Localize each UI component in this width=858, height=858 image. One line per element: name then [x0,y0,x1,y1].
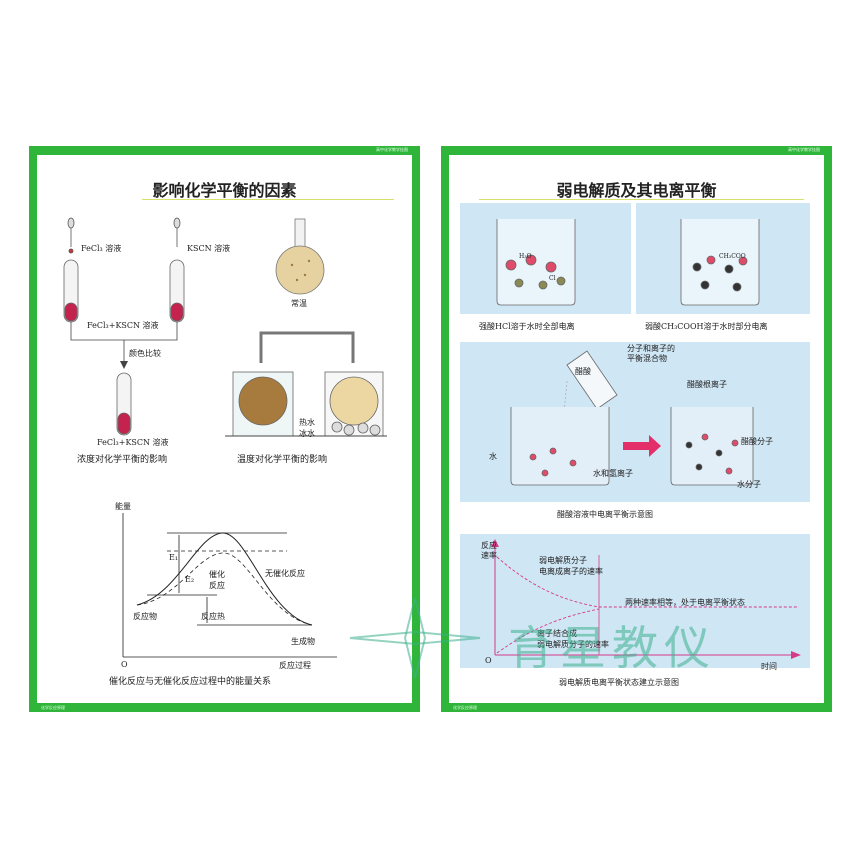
equilibrium-mixture-label: 分子和离子的 平衡混合物 [627,344,675,363]
concentration-diagram [63,217,387,658]
dissolve-diagram [510,350,754,486]
left-footer-tag: 化学反应原理 [41,705,65,710]
right-poster-body: 弱电解质及其电离平衡 H₃O Cl CH₃COO 强酸HCl溶于水时全部电离 弱… [449,155,824,703]
energy-origin: O [121,660,128,669]
hot-water-label: 热水 [299,418,315,427]
acetic-acid-label: 醋酸 [575,367,591,376]
left-poster-title: 影响化学平衡的因素 [152,181,297,200]
heat-label: 反应热 [201,612,225,621]
temperature-caption: 温度对化学平衡的影响 [237,455,328,465]
catalyzed-label: 催化 反应 [209,570,225,590]
e1-label: E₁ [169,553,179,562]
compare-label: 颜色比较 [129,349,161,358]
water-label: 水 [489,452,497,461]
result-label: FeCl₃+KSCN 溶液 [97,438,169,447]
rate-caption: 弱电解质电离平衡状态建立示意图 [559,678,679,687]
reactants-label: 反应物 [133,612,157,621]
title-underline [479,199,804,200]
concentration-caption: 浓度对化学平衡的影响 [77,455,168,465]
right-poster-title: 弱电解质及其电离平衡 [556,181,717,200]
rate-y-axis: 反应 速率 [481,541,497,560]
rate-chart [491,539,801,659]
beaker-acetic [680,219,760,306]
watermark-logo [349,597,481,679]
energy-caption: 催化反应与无催化反应过程中的能量关系 [109,677,272,687]
hcl-caption: 强酸HCl溶于水时全部电离 [479,322,575,331]
products-label: 生成物 [291,637,315,646]
combination-rate-label: 离子结合成 弱电解质分子的速率 [537,629,609,649]
ionization-rate-label: 弱电解质分子 电离成离子的速率 [539,556,603,576]
dissolve-caption: 醋酸溶液中电离平衡示意图 [557,510,653,519]
right-corner-tag: 高中化学教学挂图 [788,147,820,152]
right-footer-tag: 化学反应原理 [453,705,477,710]
left-poster-body: 影响化学平衡的因素 [37,155,412,703]
equal-rate-label: 两种速率相等，处于电离平衡状态 [625,598,745,607]
energy-diagram [122,513,337,658]
ice-water-label: 冰水 [299,429,315,438]
rate-panel [460,534,810,668]
beaker-hot [232,371,294,437]
beaker-acetic-solution [670,407,754,486]
dropper-right [173,217,181,247]
right-poster: 高中化学教学挂图 化学反应原理 弱电解质及其电离平衡 H₃O Cl CH₃COO… [441,146,832,712]
left-poster: 高中化学教学挂图 化学反应原理 影响化学平衡的因素 [29,146,420,712]
energy-y-axis: 能量 [115,502,131,511]
beaker-water [510,407,610,486]
acetic-caption: 弱酸CH₃COOH溶于水时部分电离 [645,322,768,331]
ion-label-cl: Cl [549,275,556,282]
beakers-top [496,219,760,306]
beaker-hcl [496,219,576,306]
acetate-ion-label: 醋酸根离子 [687,380,727,389]
room-temp-label: 常温 [291,299,307,308]
test-tube-result [116,372,132,436]
energy-x-axis: 反应过程 [279,661,311,670]
left-corner-tag: 高中化学教学挂图 [376,147,408,152]
mix-label: FeCl₃+KSCN 溶液 [87,321,159,330]
ion-label-h3o: H₃O [519,253,532,260]
water-hydrogen-label: 水和氢离子 [593,469,633,478]
acetic-molecule-label: 醋酸分子 [741,437,773,446]
reagent-b-label: KSCN 溶液 [187,244,231,253]
beaker-ice [324,371,384,437]
uncatalyzed-label: 无催化反应 [265,569,305,578]
rate-origin: O [485,656,492,665]
flask-room-temp [275,218,325,295]
test-tube-left [63,259,79,323]
title-underline [142,199,394,200]
rate-x-axis: 时间 [761,662,777,671]
test-tube-right [169,259,185,323]
watermark-text: 育星教仪 [508,621,716,675]
ion-label-ch3coo: CH₃COO [719,253,746,260]
water-molecule-label: 水分子 [737,480,761,489]
dropper-left [67,217,75,254]
reagent-a-label: FeCl₃ 溶液 [81,244,122,253]
e2-label: E₂ [185,575,195,584]
